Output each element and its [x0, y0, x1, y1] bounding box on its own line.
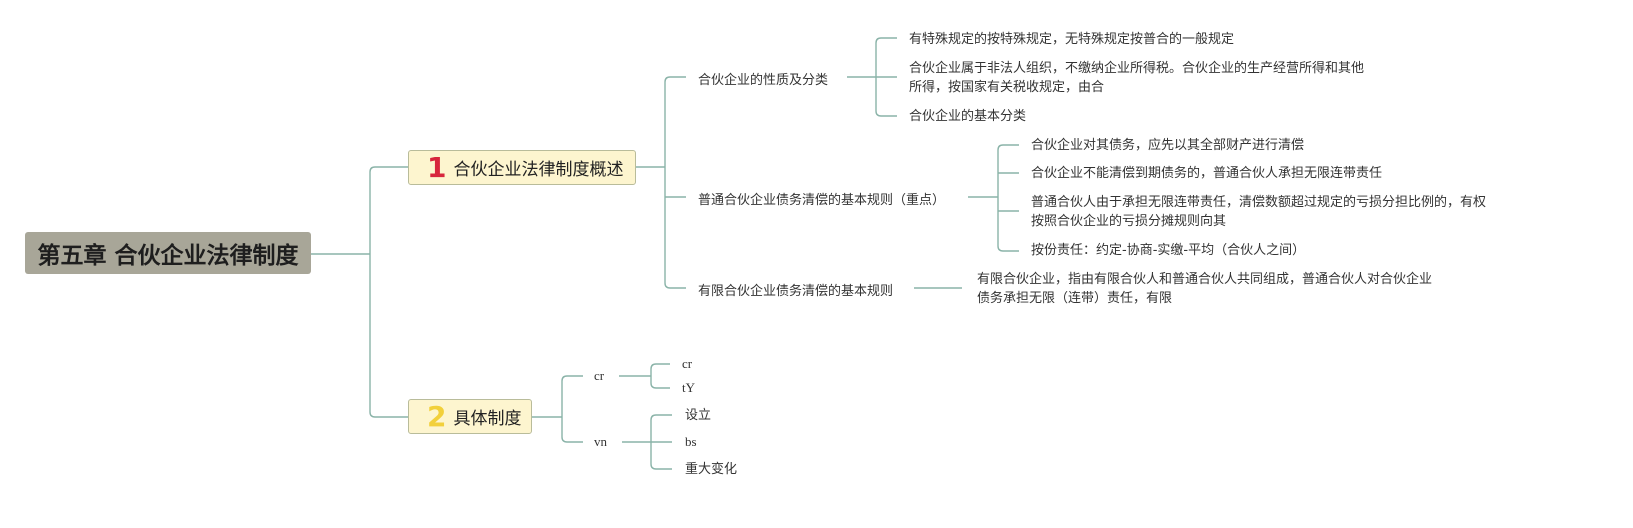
- root-node[interactable]: 第五章 合伙企业法律制度: [25, 232, 311, 274]
- root-title: 第五章 合伙企业法律制度: [37, 243, 299, 269]
- leaf-line: 按照合伙企业的亏损分摊规则向其: [1031, 214, 1227, 229]
- leaf-line: 债务承担无限（连带）责任，有限: [977, 291, 1173, 306]
- subtopic-cr[interactable]: cr: [594, 368, 605, 383]
- leaf-tax-status[interactable]: 合伙企业属于非法人组织，不缴纳企业所得税。合伙企业的生产经营所得和其他 所得，按…: [909, 59, 1364, 97]
- branch-node-specific-system[interactable]: 2 具体制度: [408, 399, 532, 434]
- branch-label: 具体制度: [453, 409, 522, 429]
- leaf-line: 有限合伙企业，指由有限合伙人和普通合伙人共同组成，普通合伙人对合伙企业: [977, 272, 1433, 287]
- branch-number-2: 2: [427, 399, 447, 433]
- leaf-limited-partnership-definition[interactable]: 有限合伙企业，指由有限合伙人和普通合伙人共同组成，普通合伙人对合伙企业 债务承担…: [977, 270, 1432, 308]
- leaf-line: 所得，按国家有关税收规定，由合: [909, 80, 1105, 95]
- leaf-unlimited-joint-liability[interactable]: 合伙企业不能清偿到期债务的，普通合伙人承担无限连带责任: [1031, 166, 1383, 181]
- leaf-cr[interactable]: cr: [682, 356, 693, 371]
- subtopic-vn[interactable]: vn: [594, 434, 607, 449]
- branch-label: 合伙企业法律制度概述: [453, 160, 624, 180]
- leaf-line: 合伙企业属于非法人组织，不缴纳企业所得税。合伙企业的生产经营所得和其他: [909, 61, 1365, 76]
- leaf-line: 普通合伙人由于承担无限连带责任，清偿数额超过规定的亏损分担比例的，有权: [1031, 195, 1487, 210]
- leaf-repay-with-property[interactable]: 合伙企业对其债务，应先以其全部财产进行清偿: [1031, 138, 1305, 153]
- leaf-basic-classification[interactable]: 合伙企业的基本分类: [909, 109, 1027, 124]
- branch-number-1: 1: [427, 150, 447, 184]
- leaf-proportional-liability[interactable]: 按份责任：约定-协商-实缴-平均（合伙人之间）: [1031, 243, 1306, 258]
- subtopic-general-partnership-debt-rules[interactable]: 普通合伙企业债务清偿的基本规则（重点）: [698, 193, 946, 208]
- leaf-right-of-recourse[interactable]: 普通合伙人由于承担无限连带责任，清偿数额超过规定的亏损分担比例的，有权 按照合伙…: [1031, 193, 1486, 231]
- leaf-special-rules[interactable]: 有特殊规定的按特殊规定，无特殊规定按普合的一般规定: [909, 32, 1235, 47]
- subtopic-nature-classification[interactable]: 合伙企业的性质及分类: [698, 73, 829, 88]
- branch-node-overview[interactable]: 1 合伙企业法律制度概述: [408, 150, 636, 185]
- subtopic-limited-partnership-debt-rules[interactable]: 有限合伙企业债务清偿的基本规则: [698, 284, 894, 299]
- leaf-ty[interactable]: tY: [682, 380, 695, 395]
- leaf-bs[interactable]: bs: [685, 434, 697, 449]
- leaf-establishment[interactable]: 设立: [685, 408, 712, 423]
- leaf-major-changes[interactable]: 重大变化: [685, 462, 738, 477]
